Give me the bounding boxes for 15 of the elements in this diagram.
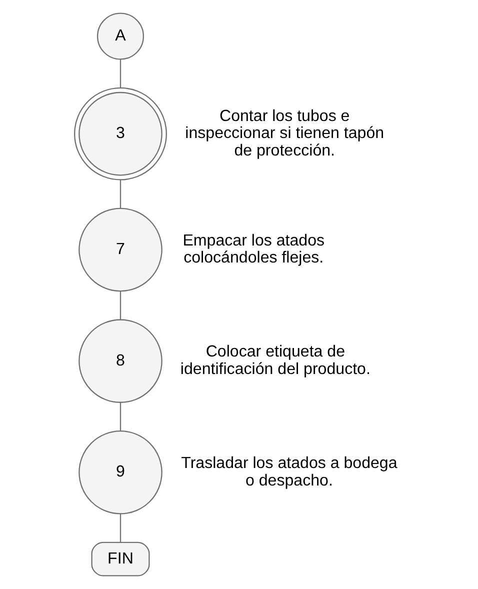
node-circle: 3 [74, 87, 167, 180]
node-circle: A [96, 12, 144, 60]
node-label: Empacar los atados colocándoles flejes. [182, 231, 325, 267]
node-label: Contar los tubos e inspeccionar si tienen tapón de protección. [185, 106, 384, 160]
node-circle: 7 [78, 208, 162, 292]
node-label: Colocar etiqueta de identificación del producto. [180, 342, 370, 378]
connector [120, 402, 122, 431]
node-box: FIN [91, 542, 150, 576]
connector [120, 180, 122, 208]
node-circle: 9 [78, 430, 162, 514]
connector [120, 291, 122, 320]
node-circle: 8 [78, 319, 162, 403]
connector [120, 514, 122, 542]
connector [120, 60, 122, 88]
node-label: Trasladar los atados a bodega o despacho. [181, 454, 398, 490]
